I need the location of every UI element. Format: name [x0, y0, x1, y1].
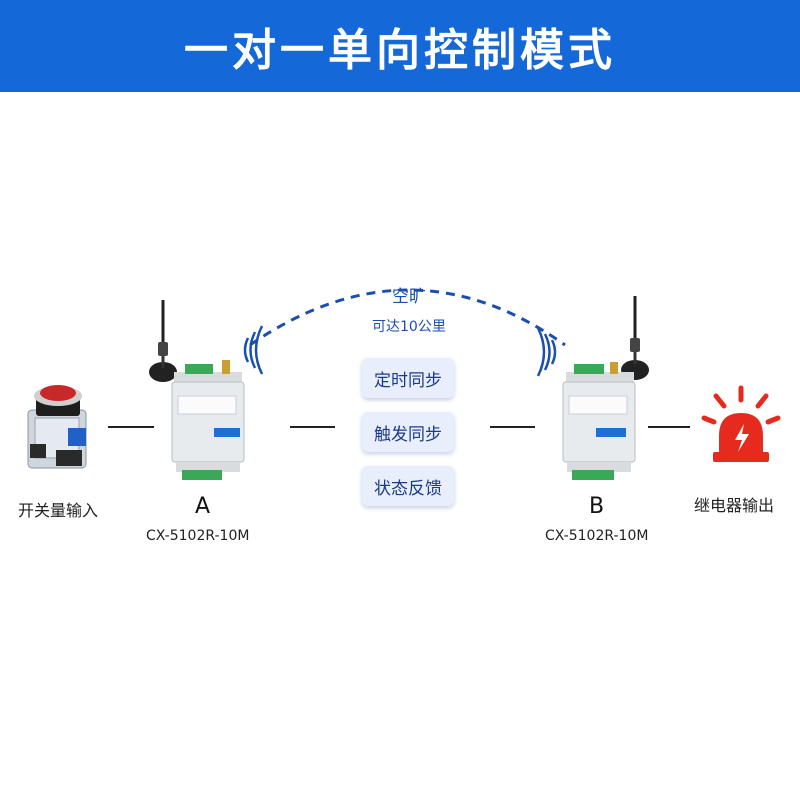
module-b-icon: [536, 296, 649, 480]
alarm-light-icon: [701, 385, 781, 462]
module-a-letter: A: [195, 494, 211, 519]
sync-item-trigger: 触发同步: [362, 412, 454, 452]
module-a-model: CX-5102R-10M: [146, 528, 250, 544]
link-range-label: 可达10公里: [372, 319, 446, 335]
module-b-letter: B: [589, 494, 605, 519]
sync-item-timed: 定时同步: [362, 358, 454, 398]
module-b-model: CX-5102R-10M: [545, 528, 649, 544]
module-a-icon: [149, 300, 264, 480]
push-button-icon: [27, 385, 87, 469]
page-title: 一对一单向控制模式: [184, 25, 616, 76]
title-banner: 一对一单向控制模式: [0, 0, 800, 92]
left-device-caption: 开关量输入: [18, 501, 99, 520]
wireless-arc: [249, 288, 566, 347]
right-device-caption: 继电器输出: [694, 496, 775, 515]
sync-item-feedback: 状态反馈: [362, 466, 454, 506]
link-environment-label: 空旷: [392, 287, 426, 307]
